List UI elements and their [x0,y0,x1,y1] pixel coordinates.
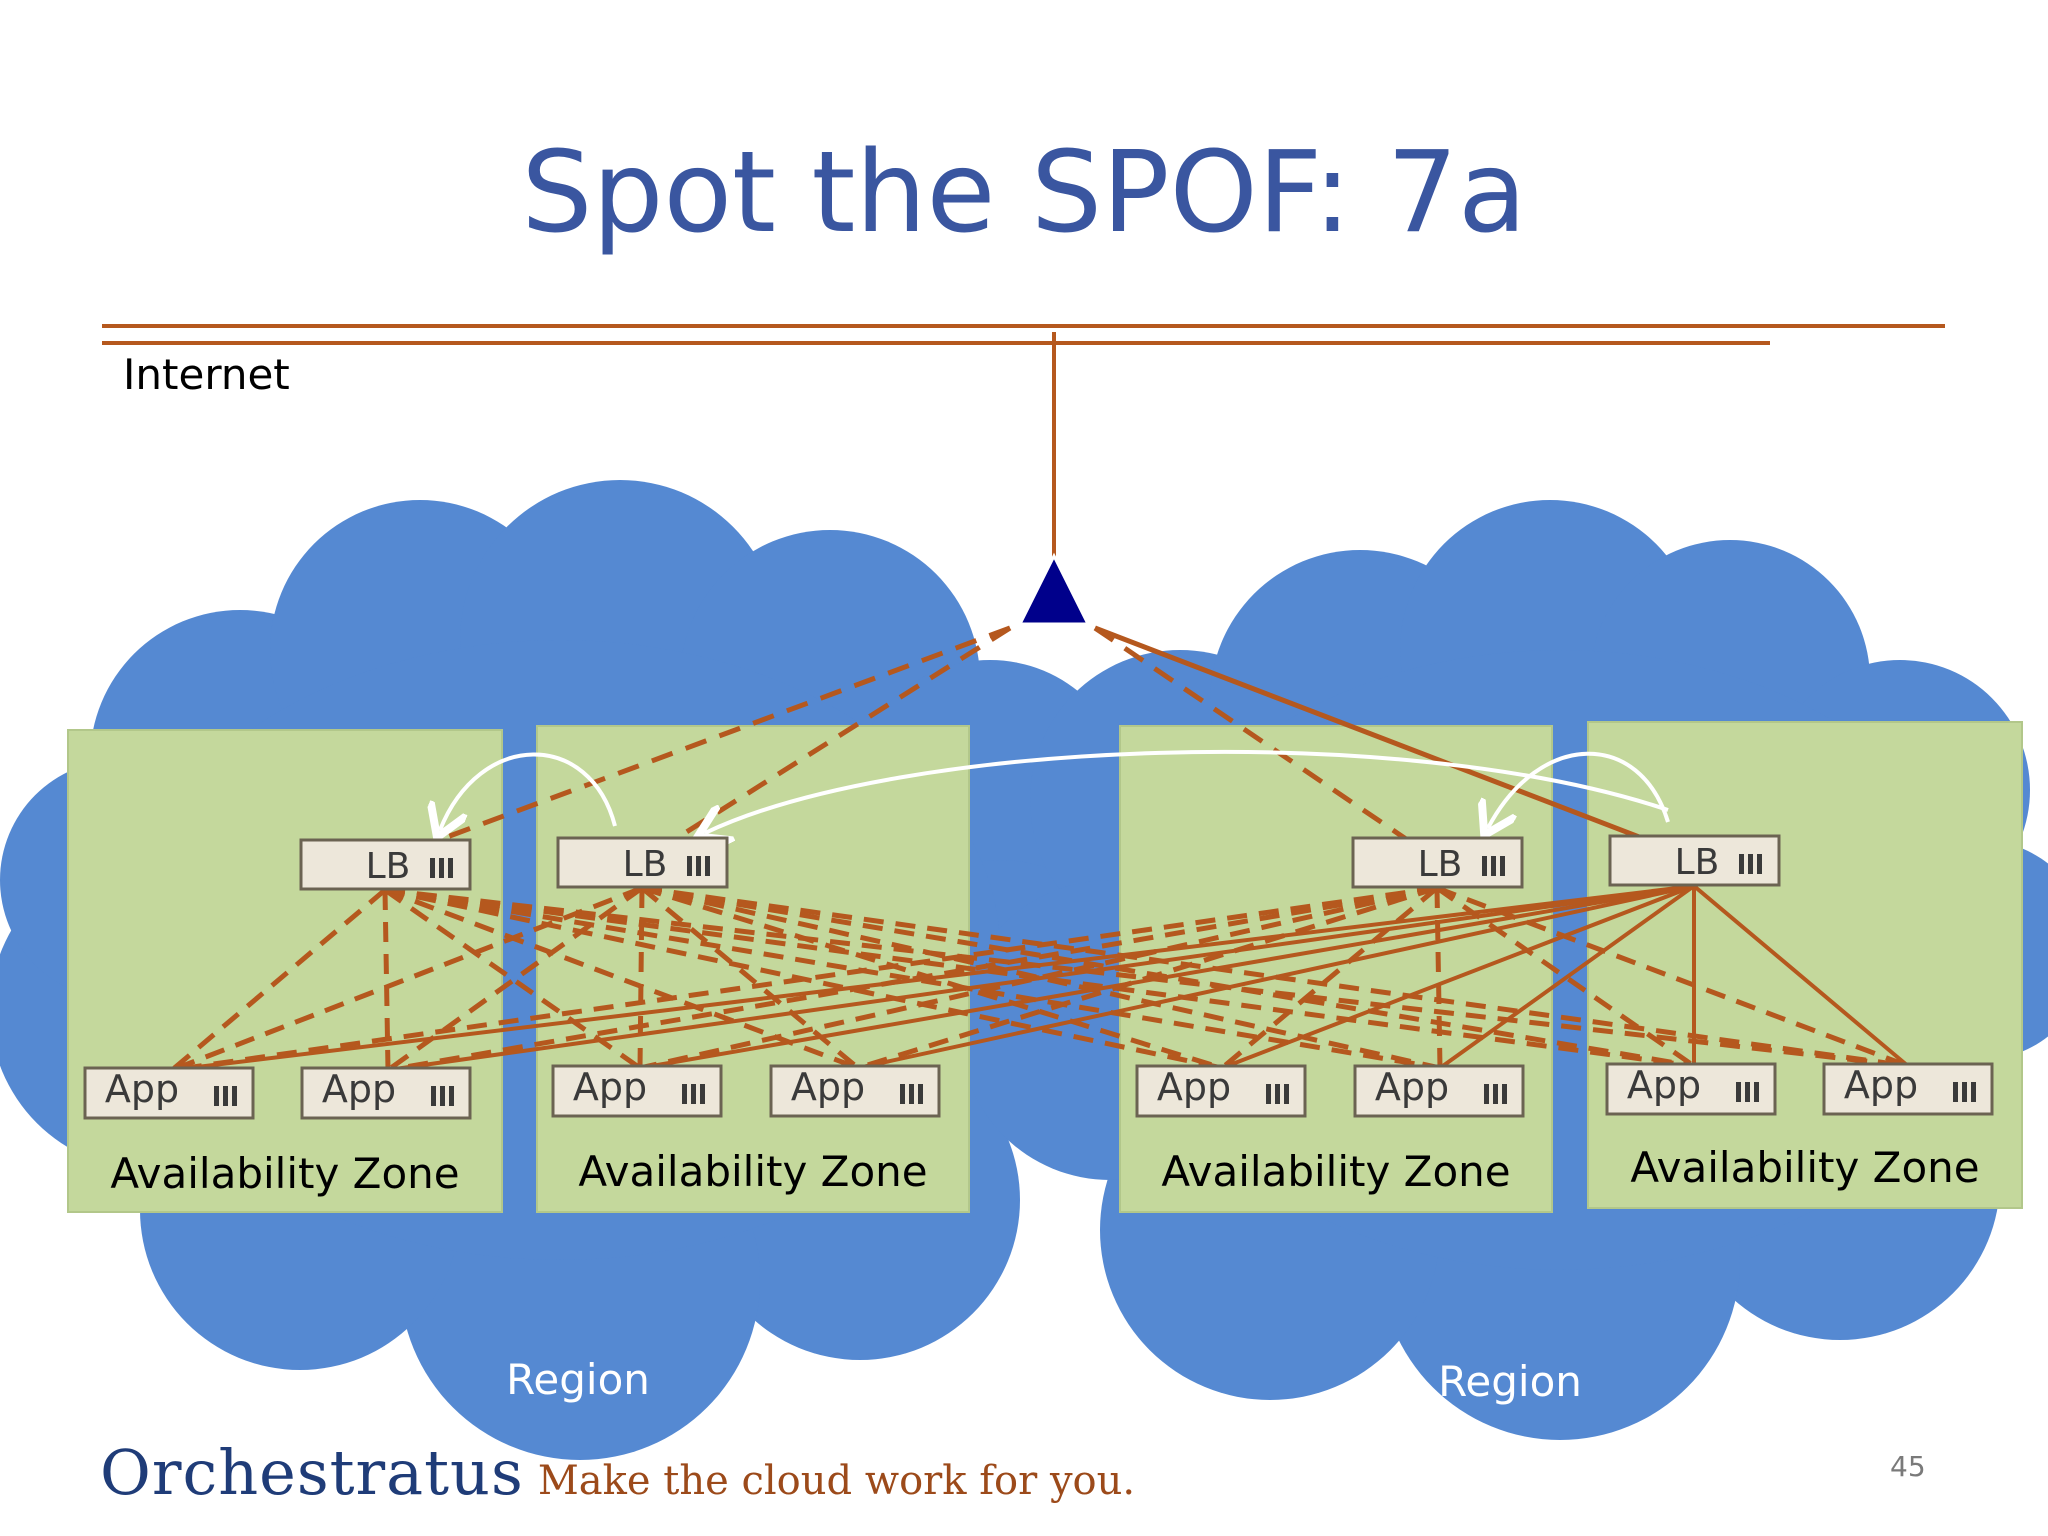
server-bars-icon [1739,854,1762,874]
app-label: App [573,1065,647,1109]
region-label-left: Region [506,1355,650,1404]
server-bars-icon [687,856,710,876]
app-box-1: App [83,1066,255,1120]
slide-title: Spot the SPOF: 7a [521,128,1527,258]
app-label: App [791,1065,865,1109]
dns-active-link [1094,625,1695,861]
app-label: App [1627,1063,1701,1107]
lb-label: LB [1675,842,1720,883]
zone-label: Availability Zone [578,1147,927,1196]
app-box-6: App [1353,1064,1525,1118]
app-box-5: App [1135,1064,1307,1118]
server-bars-icon [1953,1082,1976,1102]
app-box-3: App [551,1064,723,1118]
app-box-8: App [1822,1062,1994,1116]
app-label: App [105,1067,179,1111]
lb-box-3: LB [1351,836,1524,889]
page-number: 45 [1890,1450,1926,1483]
zone-label: Availability Zone [1630,1143,1979,1192]
internet-label: Internet [123,350,290,399]
logo-wordmark: Orchestratus [100,1436,524,1509]
active-lb-app-links [171,884,1910,1072]
server-bars-icon [431,1086,454,1106]
server-bars-icon [1484,1084,1507,1104]
orchestratus-logo: Orchestratus Make the cloud work for you. [100,1436,1135,1516]
failover-arrow-cross [705,749,1669,833]
app-box-4: App [769,1064,941,1118]
server-bars-icon [1266,1084,1289,1104]
lb-label: LB [366,846,411,887]
availability-zone-1 [67,729,503,1213]
zone-label: Availability Zone [1161,1147,1510,1196]
region-label-right: Region [1438,1357,1582,1406]
failover-arrows [440,749,1670,833]
failover-arrow-right [1488,751,1670,828]
app-label: App [1844,1063,1918,1107]
app-label: App [1375,1065,1449,1109]
lb-box-1: LB [299,838,472,891]
lb-label: LB [623,844,668,885]
lb-label: LB [1418,844,1463,885]
failover-arrow-left [440,752,617,830]
app-box-7: App [1605,1062,1777,1116]
app-label: App [1157,1065,1231,1109]
zone-label: Availability Zone [110,1149,459,1198]
lb-box-4: LB [1608,834,1781,887]
server-bars-icon [214,1086,237,1106]
server-bars-icon [430,858,453,878]
availability-zone-4 [1587,721,2023,1209]
server-bars-icon [1736,1082,1759,1102]
dns-triangle-icon [1017,552,1091,626]
server-bars-icon [1482,856,1505,876]
app-box-2: App [300,1066,472,1120]
server-bars-icon [900,1084,923,1104]
app-label: App [322,1067,396,1111]
logo-tagline: Make the cloud work for you. [537,1458,1136,1504]
lb-box-2: LB [556,836,729,889]
internet-backbone [102,324,1945,560]
server-bars-icon [682,1084,705,1104]
